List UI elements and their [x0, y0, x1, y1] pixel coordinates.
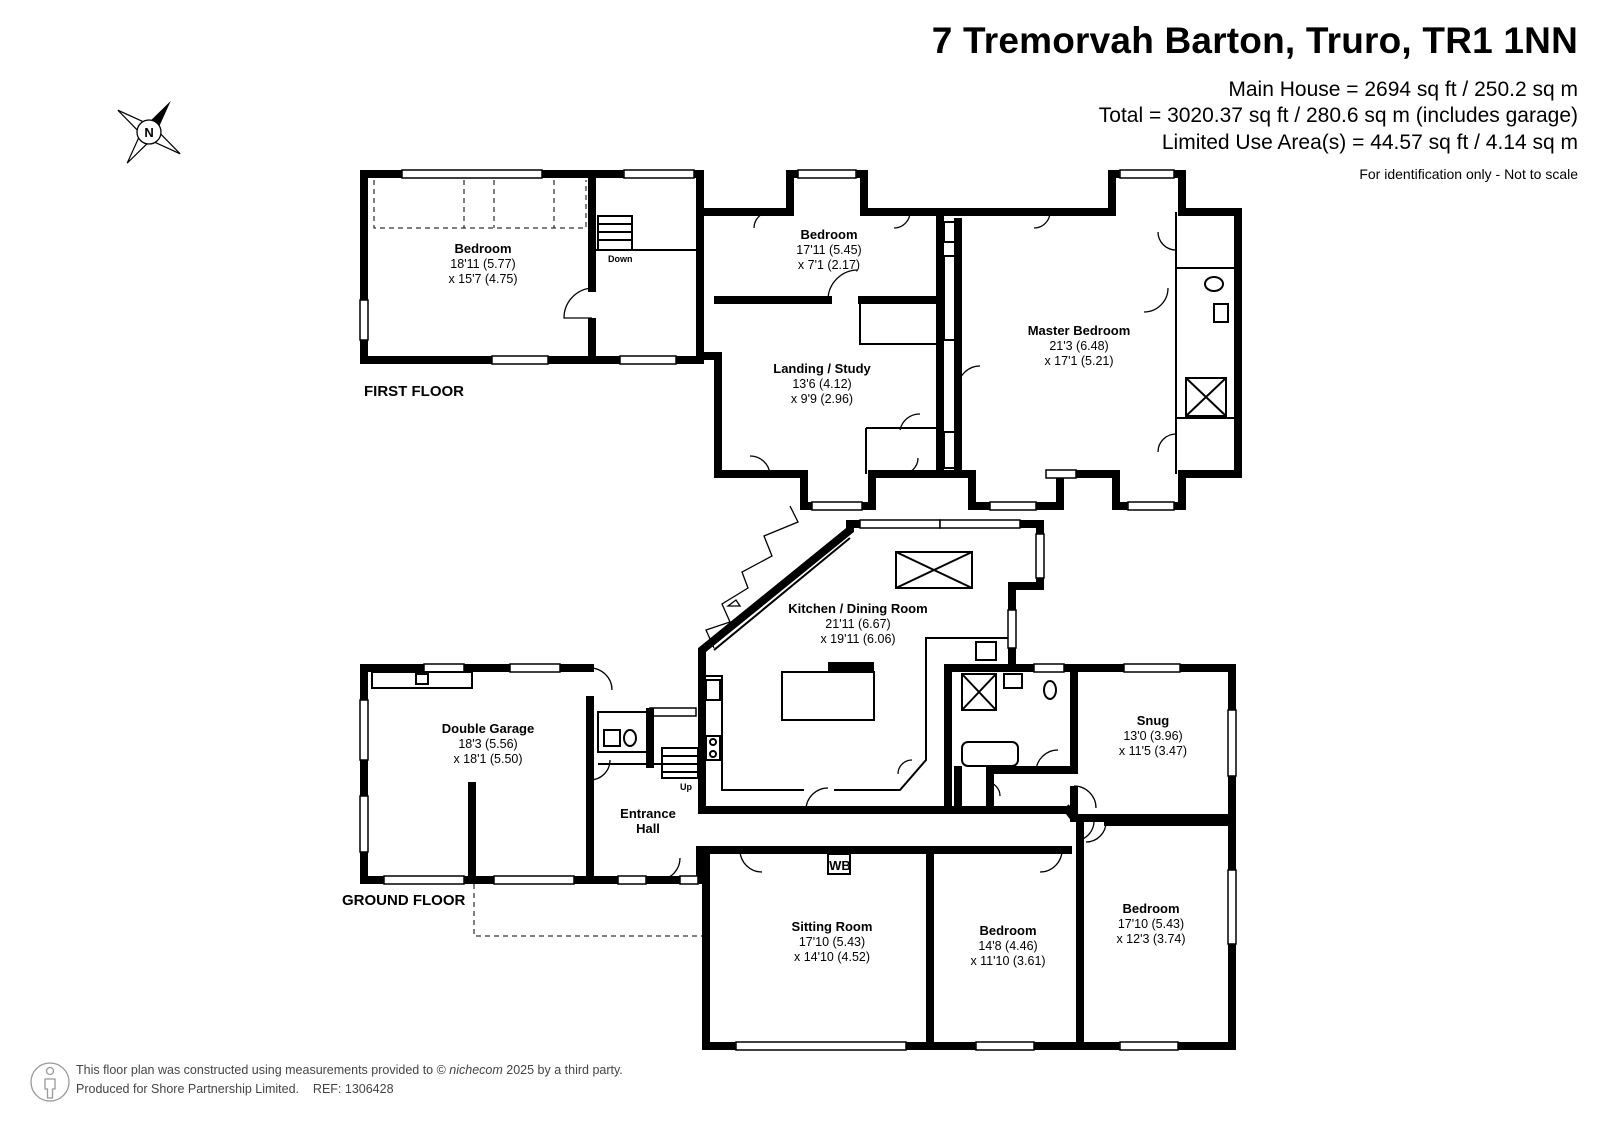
room-name: Bedroom	[800, 227, 857, 242]
limited-use-area: Limited Use Area(s) = 44.57 sq ft / 4.14…	[1161, 131, 1578, 154]
room-name: Landing / Study	[773, 361, 871, 376]
room-dim-2: x 17'1 (5.21)	[1044, 354, 1113, 368]
room-dim-2: x 7'1 (2.17)	[798, 258, 860, 272]
room-name: Kitchen / Dining Room	[788, 601, 927, 616]
stairs-down-label: Down	[608, 254, 633, 264]
property-address: 7 Tremorvah Barton, Truro, TR1 1NN	[931, 20, 1578, 61]
room-dim-1: 21'11 (6.67)	[825, 617, 890, 631]
stairs-up	[661, 747, 699, 779]
room-name: Bedroom	[454, 241, 511, 256]
room-dim-1: 21'3 (6.48)	[1049, 339, 1108, 353]
room-name: Snug	[1137, 713, 1170, 728]
not-to-scale-note: For identification only - Not to scale	[1359, 166, 1578, 182]
main-house-area: Main House = 2694 sq ft / 250.2 sq m	[1228, 78, 1578, 101]
room-dim-1: 18'11 (5.77)	[450, 257, 515, 271]
compass-letter: N	[144, 125, 153, 140]
room-dim-2: x 19'11 (6.06)	[820, 632, 895, 646]
room-dim-1: 13'0 (3.96)	[1123, 729, 1182, 743]
stairs-down	[597, 215, 633, 251]
first-floor-plan	[359, 169, 1242, 511]
room-dim-2: x 12'3 (3.74)	[1116, 932, 1185, 946]
room-name: Bedroom	[1122, 901, 1179, 916]
ff-left-wing-walls	[360, 170, 704, 364]
room-dim-1: 14'8 (4.46)	[978, 939, 1037, 953]
ground-floor-plan	[359, 505, 1237, 1051]
room-name: Master Bedroom	[1028, 323, 1131, 338]
room-dim-1: 17'10 (5.43)	[799, 935, 865, 949]
room-dim-2: x 14'10 (4.52)	[794, 950, 870, 964]
room-dim-1: 17'10 (5.43)	[1118, 917, 1184, 931]
room-name: Sitting Room	[792, 919, 873, 934]
footer-text-post: 2025 by a third party.	[506, 1063, 623, 1077]
room-dim-2: x 15'7 (4.75)	[448, 272, 517, 286]
room-snug: Snug 13'0 (3.96) x 11'5 (3.47)	[1119, 713, 1187, 758]
room-double-garage: Double Garage 18'3 (5.56) x 18'1 (5.50)	[442, 721, 534, 766]
room-dim-1: 13'6 (4.12)	[792, 377, 851, 391]
brand-name: nichecom	[449, 1063, 503, 1077]
footer-credit: This floor plan was constructed using me…	[76, 1061, 623, 1099]
room-dim-2: x 9'9 (2.96)	[791, 392, 853, 406]
footer-text-pre: This floor plan was constructed using me…	[76, 1063, 446, 1077]
room-name: Bedroom	[979, 923, 1036, 938]
room-dim-1: 18'3 (5.56)	[458, 737, 517, 751]
room-entrance-hall: Entrance Hall	[620, 806, 676, 836]
total-area: Total = 3020.37 sq ft / 280.6 sq m (incl…	[1098, 104, 1578, 127]
stairs-up-label: Up	[680, 782, 692, 792]
room-sitting-room: Sitting Room 17'10 (5.43) x 14'10 (4.52)	[792, 919, 873, 964]
room-ff-bedroom-1: Bedroom 18'11 (5.77) x 15'7 (4.75)	[448, 241, 517, 286]
room-name-line-2: Hall	[636, 821, 660, 836]
room-master-bedroom: Master Bedroom 21'3 (6.48) x 17'1 (5.21)	[1028, 323, 1131, 368]
compass-icon: N	[117, 100, 181, 164]
first-floor-label: FIRST FLOOR	[364, 383, 464, 400]
room-name-line-1: Entrance	[620, 806, 676, 821]
room-dim-2: x 11'5 (3.47)	[1119, 744, 1187, 758]
footer-line-1: This floor plan was constructed using me…	[76, 1061, 623, 1080]
room-dim-2: x 18'1 (5.50)	[453, 752, 522, 766]
room-kitchen-dining: Kitchen / Dining Room 21'11 (6.67) x 19'…	[788, 601, 927, 646]
person-icon	[30, 1062, 70, 1102]
ground-floor-label: GROUND FLOOR	[342, 892, 465, 909]
room-dim-2: x 11'10 (3.61)	[970, 954, 1045, 968]
room-landing-study: Landing / Study 13'6 (4.12) x 9'9 (2.96)	[773, 361, 871, 406]
room-name: Double Garage	[442, 721, 534, 736]
footer-line-2: Produced for Shore Partnership Limited. …	[76, 1082, 394, 1096]
room-gf-bedroom-1: Bedroom 14'8 (4.46) x 11'10 (3.61)	[970, 923, 1045, 968]
room-dim-1: 17'11 (5.45)	[796, 243, 861, 257]
room-gf-bedroom-2: Bedroom 17'10 (5.43) x 12'3 (3.74)	[1116, 901, 1185, 946]
room-ff-bedroom-2: Bedroom 17'11 (5.45) x 7'1 (2.17)	[796, 227, 861, 272]
wb-label: WB	[829, 858, 851, 873]
